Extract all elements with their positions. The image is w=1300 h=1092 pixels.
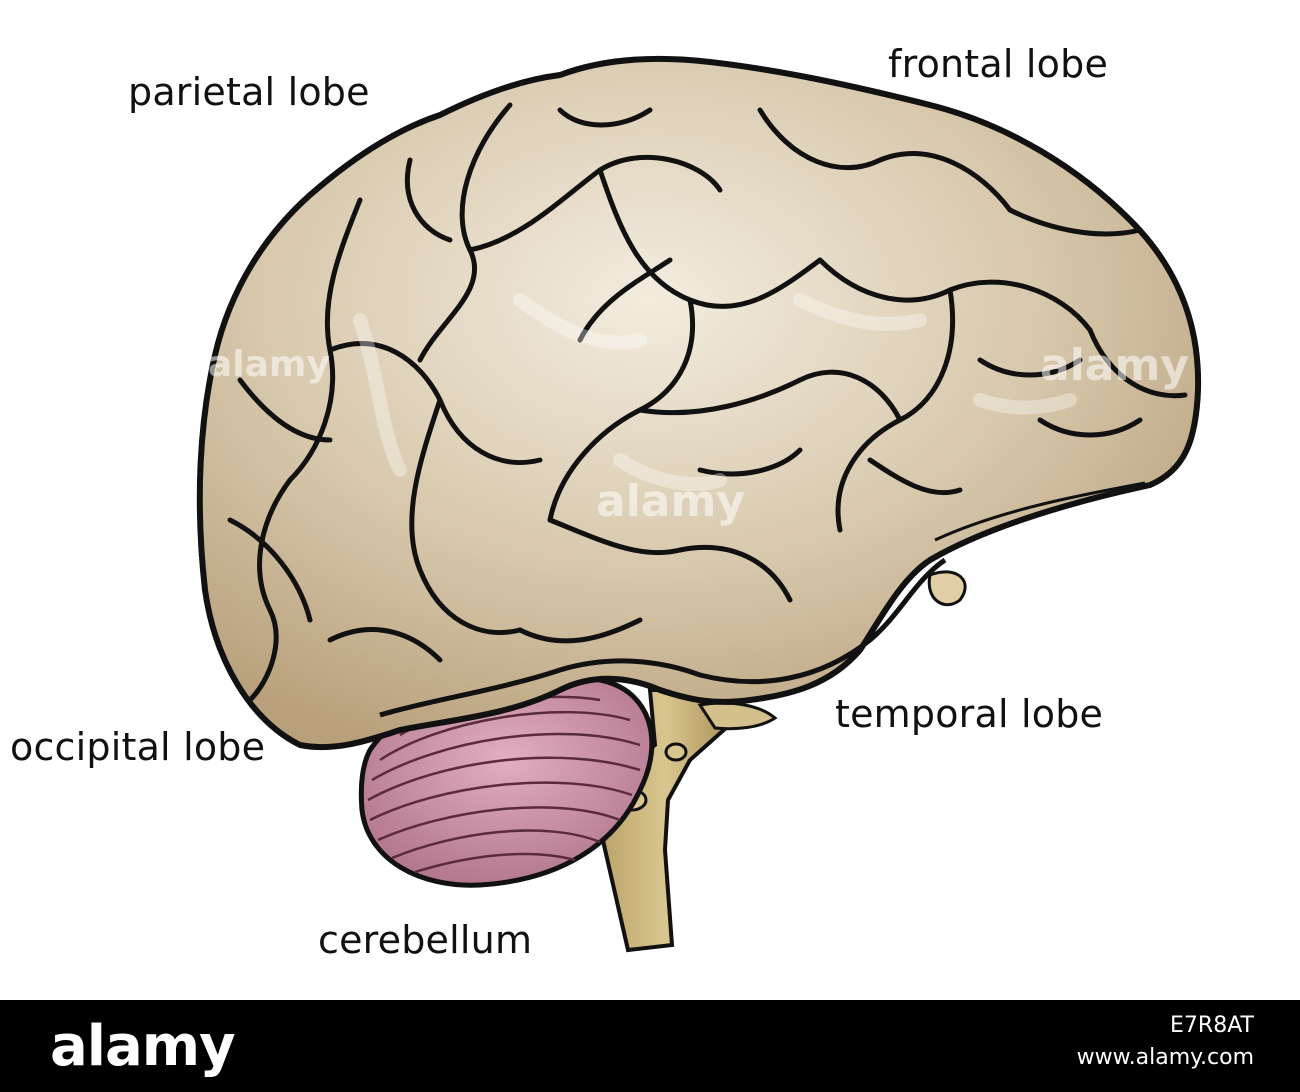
label-cerebellum: cerebellum — [318, 918, 533, 962]
image-id-block: E7R8AT www.alamy.com — [1077, 1010, 1254, 1074]
cerebrum — [196, 55, 1202, 751]
stock-footer-bar: alamy E7R8AT www.alamy.com — [0, 1000, 1300, 1092]
label-parietal-lobe: parietal lobe — [128, 70, 370, 114]
image-id: E7R8AT — [1170, 1013, 1254, 1038]
footer-url: www.alamy.com — [1076, 1045, 1254, 1070]
watermark-right: alamy — [1040, 340, 1189, 391]
cerebellum-shape — [358, 673, 655, 888]
label-temporal-lobe: temporal lobe — [835, 692, 1104, 736]
label-frontal-lobe: frontal lobe — [888, 42, 1109, 86]
watermark-left: alamy — [208, 344, 330, 385]
watermark-center: alamy — [596, 476, 745, 527]
label-occipital-lobe: occipital lobe — [10, 725, 266, 769]
brain-diagram — [196, 55, 1202, 953]
alamy-logo: alamy — [50, 1014, 236, 1079]
